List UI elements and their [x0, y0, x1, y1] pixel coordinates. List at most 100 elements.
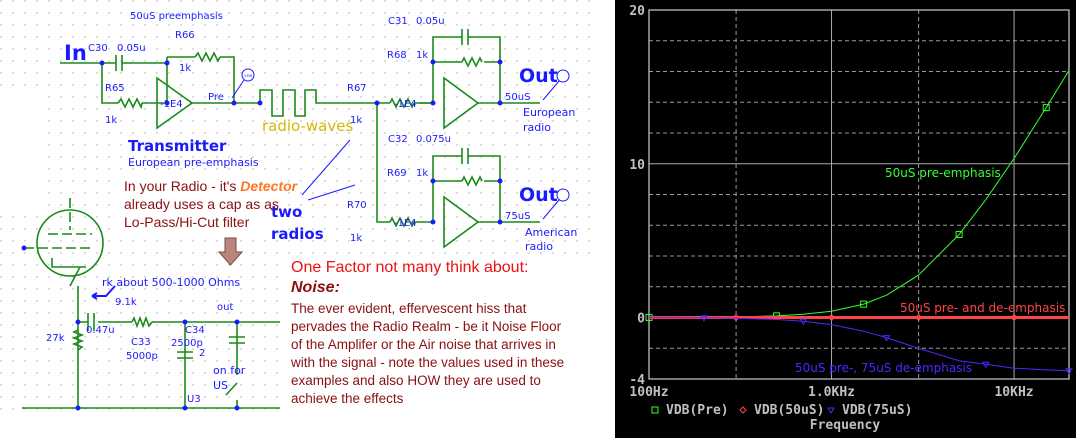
c34-label: C34 [185, 325, 205, 336]
out-label: out [217, 302, 233, 313]
y-tick-label: 0 [637, 312, 645, 327]
x-axis-label: Frequency [810, 418, 881, 433]
r68-value: 1k [416, 50, 428, 61]
r65-value: 1k [105, 115, 117, 126]
series-annotation: 50uS pre-emphasis [885, 166, 1001, 180]
noise-line: with the signal - note the values used i… [290, 355, 564, 370]
rk-note: rk about 500-1000 Ohms [102, 276, 240, 289]
vdb-probe-icon: VDB [231, 68, 255, 99]
vdb-probe-icon [542, 69, 570, 101]
noise-line: of the Amplifer or the Air noise that ar… [291, 337, 556, 352]
plot-frame [648, 9, 1070, 380]
receiver-circuits [301, 29, 540, 249]
us-label: US [213, 379, 228, 392]
r66-value: 1k [179, 63, 191, 74]
switch-pin-label: 2 [199, 348, 205, 359]
transmitter-label: Transmitter [128, 137, 227, 155]
in-label: In [64, 41, 87, 65]
marker-triangle [827, 407, 835, 414]
c30-value: 0.05u [117, 43, 146, 54]
chart-series: 50uS pre-emphasis 50uS pre- and de-emphas… [645, 70, 1073, 375]
marker-diamond [739, 406, 747, 414]
radio-waves-label: radio-waves [262, 117, 353, 135]
marker-square [1042, 104, 1050, 112]
r67-label: R67 [347, 83, 367, 94]
r70-value: 1k [350, 233, 362, 244]
transmitter-subtitle: European pre-emphasis [128, 156, 259, 169]
noise-line: The ever evident, effervescent hiss that [291, 301, 527, 316]
marker-diamond [732, 313, 740, 322]
out-american-tag: 75uS [505, 211, 530, 222]
marker-triangle [1065, 368, 1073, 375]
chart-grid [648, 9, 1070, 380]
radio-note-line2: already uses a cap as as [124, 196, 279, 212]
x-tick-label: 100Hz [629, 385, 668, 400]
x-tick-label: 1.0KHz [808, 385, 855, 400]
out-european-desc2: radio [523, 121, 551, 134]
preemphasis-title: 50uS preemphasis [130, 11, 223, 22]
series-annotation: 50uS pre- and de-emphasis [900, 301, 1065, 315]
r-27k-value: 27k [46, 333, 65, 344]
radio-note-line3: Lo-Pass/Hi-Cut filter [124, 214, 250, 230]
r68-label: R68 [387, 50, 407, 61]
marker-triangle [981, 361, 990, 369]
svg-text:VDB: VDB [244, 73, 253, 78]
opamp1-gain: -1E4 [160, 99, 183, 110]
marker-square [651, 406, 659, 414]
y-tick-label: 10 [629, 158, 645, 173]
vdb-probe-icon [542, 188, 570, 220]
out-american-desc2: radio [525, 240, 553, 253]
c32-label: C32 [388, 134, 408, 145]
c33-label: C33 [131, 337, 151, 348]
noise-line: achieve the effects [291, 391, 404, 406]
chart-legend: VDB(Pre)VDB(50uS)VDB(75uS) [651, 403, 912, 418]
r67-value: 1k [350, 115, 362, 126]
series-annotation: 50uS pre-, 75uS de-emphasis [795, 361, 972, 375]
r69-label: R69 [387, 168, 407, 179]
c31-label: C31 [388, 16, 408, 27]
down-arrow-icon [217, 237, 244, 266]
c30-label: C30 [88, 43, 108, 54]
out-european-desc: European [523, 106, 575, 119]
r70-label: R70 [347, 200, 367, 211]
r66-label: R66 [175, 30, 195, 41]
marker-square [955, 230, 963, 238]
schematic: 50uS preemphasis In C30 0.05u R66 1k R65… [0, 0, 600, 415]
marker-diamond [1010, 313, 1018, 322]
out-american-desc: American [525, 226, 577, 239]
opamp2-gain: -1E4 [394, 99, 417, 110]
c34-value: 2500p [171, 338, 203, 349]
r69-value: 1k [416, 168, 428, 179]
r-9k1-value: 9.1k [115, 297, 137, 308]
u3-label: U3 [187, 394, 201, 405]
marker-diamond [827, 313, 836, 322]
opamp3-gain: -1E4 [394, 218, 417, 229]
noise-paragraph: The ever evident, effervescent hiss that… [290, 301, 564, 406]
legend-entry: VDB(75uS) [842, 403, 912, 418]
c33-value: 5000p [126, 351, 158, 362]
out-european-label: Out [519, 65, 558, 87]
c32-value: 0.075u [416, 134, 451, 145]
marker-triangle [700, 315, 708, 322]
marker-triangle [799, 318, 808, 326]
pre-label: Pre [208, 92, 224, 103]
y-tick-label: -4 [629, 373, 645, 388]
c-047-value: 0.47u [86, 325, 115, 336]
tube-detector-circuit [21, 198, 280, 411]
noise-heading: One Factor not many think about: [291, 259, 528, 276]
y-tick-label: 20 [629, 4, 645, 19]
marker-diamond [914, 313, 923, 322]
r65-label: R65 [105, 83, 125, 94]
out-european-tag: 50uS [505, 92, 530, 103]
noise-line: pervades the Radio Realm - be it Noise F… [291, 319, 562, 334]
series-line [648, 70, 1070, 318]
noise-title: Noise: [291, 279, 340, 296]
radio-note-line1: In your Radio - it's Detector [124, 178, 299, 194]
on-for-label: on for [213, 364, 246, 377]
out-american-label: Out [519, 184, 558, 206]
legend-entry: VDB(50uS) [754, 403, 824, 418]
marker-triangle [882, 335, 891, 342]
transmitter-circuit [60, 51, 377, 130]
